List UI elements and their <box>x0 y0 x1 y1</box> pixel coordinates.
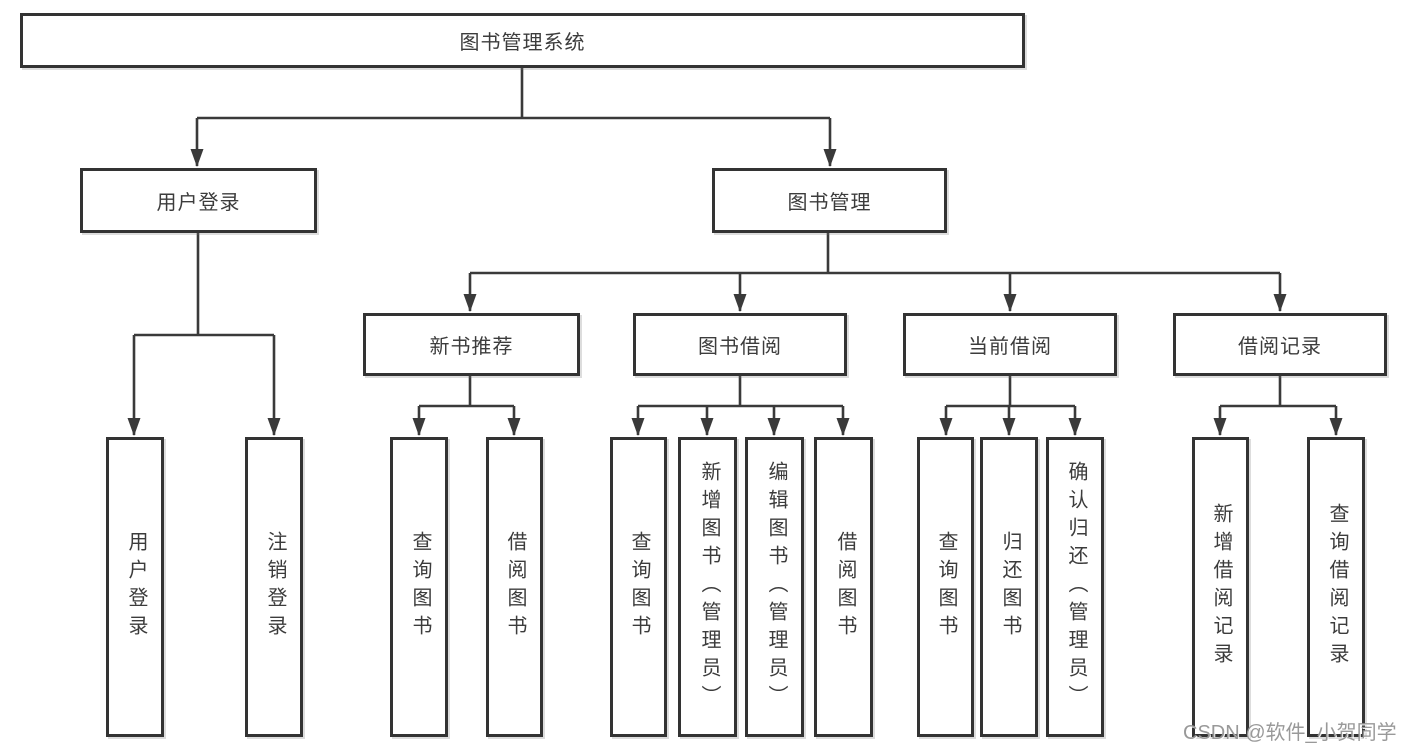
leaf-return-books: 归还图书 <box>980 437 1038 737</box>
csdn-watermark: CSDN @软件_小贺同学 <box>1183 722 1397 744</box>
leaf-rec-borrow-books: 借阅图书 <box>486 437 543 737</box>
node-new-book-recommendation: 新书推荐 <box>363 313 580 376</box>
node-root-library-system: 图书管理系统 <box>20 13 1025 68</box>
leaf-user-login: 用户登录 <box>106 437 164 737</box>
leaf-current-query-books: 查询图书 <box>917 437 974 737</box>
leaf-borrow-query-books: 查询图书 <box>610 437 667 737</box>
leaf-add-books-admin: 新增图书（管理员） <box>678 437 737 737</box>
leaf-query-borrow-record: 查询借阅记录 <box>1307 437 1365 737</box>
leaf-confirm-return-admin: 确认归还（管理员） <box>1046 437 1104 737</box>
node-book-management: 图书管理 <box>712 168 947 233</box>
node-borrowing-records: 借阅记录 <box>1173 313 1387 376</box>
node-user-login: 用户登录 <box>80 168 317 233</box>
leaf-rec-query-books: 查询图书 <box>390 437 448 737</box>
node-book-borrowing: 图书借阅 <box>633 313 847 376</box>
leaf-borrow-books: 借阅图书 <box>814 437 873 737</box>
leaf-add-borrow-record: 新增借阅记录 <box>1192 437 1249 737</box>
node-current-borrowing: 当前借阅 <box>903 313 1117 376</box>
leaf-logout: 注销登录 <box>245 437 303 737</box>
leaf-edit-books-admin: 编辑图书（管理员） <box>745 437 804 737</box>
